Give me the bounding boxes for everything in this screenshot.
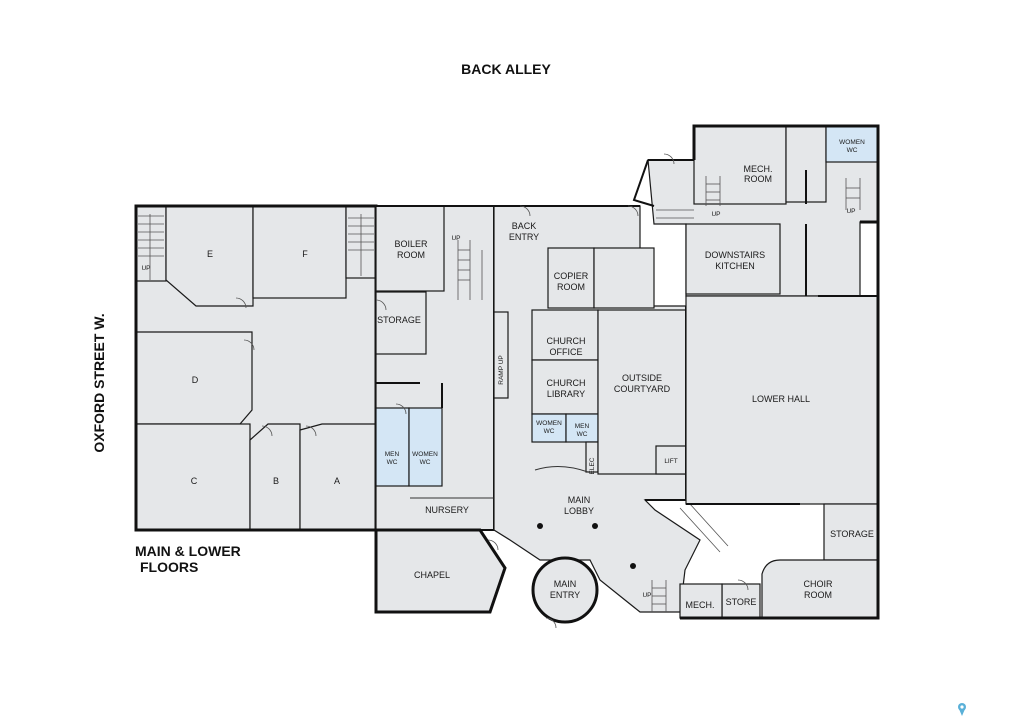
stair-west — [135, 205, 167, 282]
women-wc-upper-label-2: WC — [847, 147, 858, 154]
copier-room-label-1: COPIER — [554, 271, 589, 281]
stair-west-up: UP — [141, 265, 150, 272]
men-wc-small-label-2: WC — [577, 431, 588, 438]
church-office-label-2: OFFICE — [550, 347, 583, 357]
church-office — [531, 309, 599, 361]
back-alley-label: BACK ALLEY — [461, 61, 551, 77]
center-west-block: BOILER ROOM UP STORAGE MEN WC WOMEN WC N… — [375, 205, 495, 531]
downstairs-kitchen-label-1: DOWNSTAIRS — [705, 250, 765, 260]
women-wc-upper-label-1: WOMEN — [839, 139, 865, 146]
men-wc-label-1: MEN — [385, 451, 400, 458]
outside-courtyard-label-2: COURTYARD — [614, 384, 671, 394]
back-entry-label-1: BACK — [512, 221, 537, 231]
room-f — [252, 205, 347, 299]
mech-room — [693, 125, 787, 205]
women-wc-label-1: WOMEN — [412, 451, 438, 458]
men-wc-small-label-1: MEN — [575, 423, 590, 430]
stair-mech-up: UP — [711, 211, 720, 218]
stair-boiler — [457, 240, 483, 300]
stair-boiler-up: UP — [451, 235, 460, 242]
pillar — [630, 563, 636, 569]
choir-room-label-2: ROOM — [804, 590, 832, 600]
storage-east-label: STORAGE — [830, 529, 874, 539]
storage-west-label: STORAGE — [377, 315, 421, 325]
ramp — [493, 311, 509, 399]
mech-small-label: MECH. — [686, 600, 715, 610]
mech-small — [679, 583, 723, 619]
choir-room — [761, 559, 879, 619]
ramp-up-label: RAMP UP — [498, 355, 505, 385]
women-wc — [408, 407, 443, 487]
nursery-label: NURSERY — [425, 505, 469, 515]
church-library-label-1: CHURCH — [547, 378, 586, 388]
pillar — [592, 523, 598, 529]
main-entry-label-2: ENTRY — [550, 590, 580, 600]
room-c-label: C — [191, 476, 198, 486]
door-swings — [235, 153, 749, 629]
west-wing: UP E F D C B A — [134, 204, 378, 532]
store-label: STORE — [726, 597, 757, 607]
room-c — [135, 423, 251, 531]
oxford-street-label: OXFORD STREET W. — [91, 313, 107, 452]
choir-room-label-1: CHOIR — [804, 579, 834, 589]
location-pin-icon — [958, 703, 966, 716]
main-entry-label-1: MAIN — [554, 579, 577, 589]
downstairs-kitchen-label-2: KITCHEN — [715, 261, 755, 271]
room-f-label: F — [302, 249, 308, 259]
downstairs-kitchen — [685, 223, 781, 295]
main-lobby-label-2: LOBBY — [564, 506, 594, 516]
room-e-label: E — [207, 249, 213, 259]
women-wc-small — [531, 413, 567, 443]
chapel-label: CHAPEL — [414, 570, 450, 580]
church-office-label-1: CHURCH — [547, 336, 586, 346]
mech-room-label-1: MECH. — [744, 164, 773, 174]
storage-west — [375, 291, 427, 355]
elec-label: ELEC — [589, 457, 596, 474]
women-wc-small-label-2: WC — [544, 428, 555, 435]
stair-mech — [656, 176, 861, 219]
stair-f — [345, 205, 377, 279]
outside-courtyard-label-1: OUTSIDE — [622, 373, 662, 383]
men-wc-label-2: WC — [387, 459, 398, 466]
lift — [655, 445, 687, 475]
main-lobby-label-1: MAIN — [568, 495, 591, 505]
stair-wc-up: UP — [846, 208, 855, 215]
store — [721, 583, 761, 619]
room-a-label: A — [334, 476, 340, 486]
stair-lobby-up: UP — [642, 592, 651, 599]
women-wc-label-2: WC — [420, 459, 431, 466]
lower-hall-label: LOWER HALL — [752, 394, 810, 404]
caption-line-2: FLOORS — [140, 559, 198, 575]
church-library-label-2: LIBRARY — [547, 389, 585, 399]
room-b-label: B — [273, 476, 279, 486]
lower-hall-block: LOWER HALL STORAGE CHOIR ROOM STORE MECH… — [679, 222, 880, 620]
lift-label: LIFT — [664, 458, 677, 465]
mech-room-label-2: ROOM — [744, 174, 772, 184]
central-core: BACK ENTRY RAMP UP COPIER ROOM CHURCH OF… — [493, 205, 729, 613]
women-wc-small-label-1: WOMEN — [536, 420, 562, 427]
room-d-label: D — [192, 375, 199, 385]
caption-line-1: MAIN & LOWER — [135, 543, 241, 559]
room-beside-copier — [593, 247, 655, 309]
copier-room-label-2: ROOM — [557, 282, 585, 292]
men-wc — [375, 407, 410, 487]
back-entry-label-2: ENTRY — [509, 232, 539, 242]
boiler-room-label-2: ROOM — [397, 250, 425, 260]
north-east-block: MECH. ROOM WOMEN WC UP UP DOWNSTAIRS KIT… — [632, 124, 880, 297]
pillar — [537, 523, 543, 529]
boiler-room-label-1: BOILER — [394, 239, 428, 249]
stair-lobby — [651, 503, 729, 612]
